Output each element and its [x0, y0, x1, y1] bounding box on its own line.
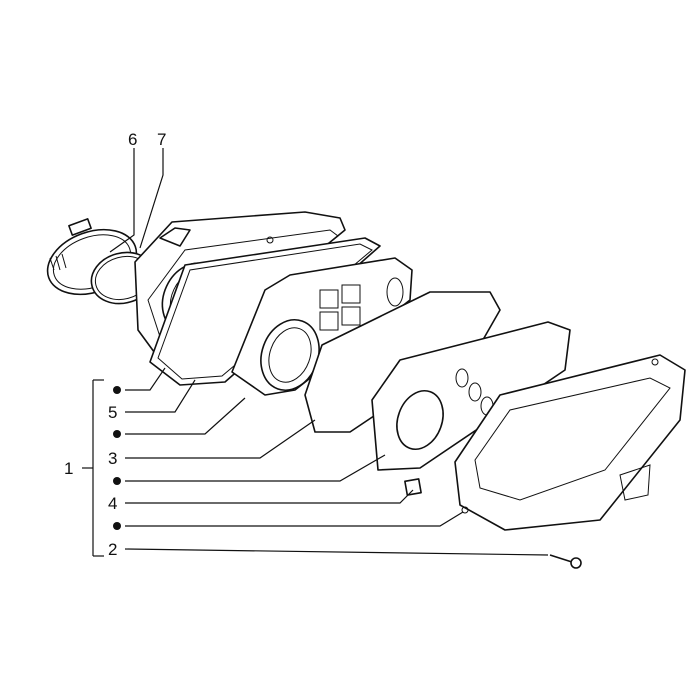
air-box-cover — [454, 354, 686, 531]
clip-part-4 — [404, 478, 422, 496]
bullet-dot — [113, 477, 121, 485]
leader-lines — [109, 148, 549, 556]
filter-frame — [231, 257, 413, 396]
seal-plate — [371, 321, 571, 471]
callout-4: 4 — [108, 494, 117, 513]
callout-5: 5 — [108, 403, 117, 422]
callout-3: 3 — [108, 449, 117, 468]
screw-part-2 — [549, 554, 582, 569]
callout-2: 2 — [108, 540, 117, 559]
bullet-dot — [113, 522, 121, 530]
callout-6: 6 — [128, 130, 137, 149]
callout-7: 7 — [157, 130, 166, 149]
group-bracket — [82, 379, 104, 557]
callout-1: 1 — [64, 459, 73, 478]
bullet-dot — [113, 430, 121, 438]
bullet-markers — [113, 386, 121, 530]
bullet-dot — [113, 386, 121, 394]
